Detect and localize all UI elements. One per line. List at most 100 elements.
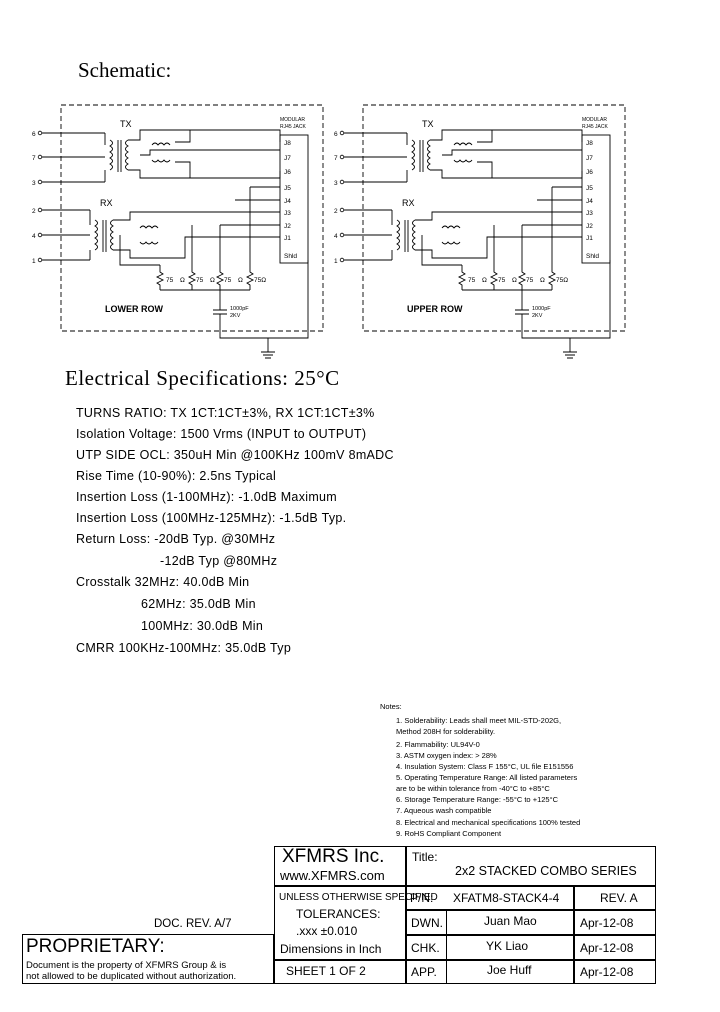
cap-label: 2KV — [230, 313, 241, 319]
pin-3-label: 3 — [334, 180, 338, 187]
notes-heading: Notes: — [380, 702, 402, 711]
resistor-label: 75 — [224, 277, 232, 284]
resistor-label: 75 — [166, 277, 174, 284]
spec-line: -12dB Typ @80MHz — [160, 554, 278, 568]
jack-pin-label: J4 — [284, 198, 291, 205]
resistor-label: 75Ω — [254, 277, 266, 284]
pin-2-label: 2 — [32, 208, 36, 215]
title-label: Title: — [412, 850, 438, 864]
dwn-date: Apr-12-08 — [580, 916, 634, 930]
dimensions-unit: Dimensions in Inch — [280, 942, 382, 956]
dwn-label: DWN. — [411, 916, 443, 930]
company-name: XFMRS Inc. — [282, 846, 385, 867]
resistor-label: Ω — [210, 277, 215, 284]
electrical-title: Electrical Specifications: 25°C — [65, 366, 340, 390]
jack-pin-label: J2 — [284, 223, 291, 230]
chk-date: Apr-12-08 — [580, 941, 634, 955]
resistor-label: 75 — [468, 277, 476, 284]
resistor-label: Ω — [482, 277, 487, 284]
note-item: 3. ASTM oxygen index: > 28% — [396, 751, 497, 760]
rx-label: RX — [402, 198, 415, 208]
lower-row-schematic: 6 7 3 2 4 1 TX RX MODULAR RJ45 JACK J8 J… — [32, 104, 324, 359]
row-label: LOWER ROW — [105, 304, 163, 314]
jack-label: RJ45 JACK — [582, 124, 609, 130]
pin-6-label: 6 — [32, 131, 36, 138]
note-item: Method 208H for solderability. — [396, 727, 496, 736]
jack-pin-label: Shld — [284, 253, 297, 260]
pin-4-label: 4 — [32, 233, 36, 240]
jack-pin-label: J6 — [284, 169, 291, 176]
resistor-label: 75Ω — [556, 277, 568, 284]
jack-label: RJ45 JACK — [280, 124, 307, 130]
resistor-label: Ω — [180, 277, 185, 284]
jack-pin-label: J1 — [586, 235, 593, 242]
resistor-label: Ω — [238, 277, 243, 284]
company-website: www.XFMRS.com — [280, 868, 385, 883]
spec-line: Return Loss: -20dB Typ. @30MHz — [76, 532, 276, 546]
resistor-label: Ω — [540, 277, 545, 284]
title-value: 2x2 STACKED COMBO SERIES — [455, 864, 637, 878]
jack-pin-label: J3 — [284, 210, 291, 217]
jack-pin-label: J8 — [586, 140, 593, 147]
note-item: 1. Solderability: Leads shall meet MIL-S… — [396, 716, 562, 725]
tx-label: TX — [120, 119, 132, 129]
app-date: Apr-12-08 — [580, 965, 634, 979]
note-item: are to be within tolerance from -40°C to… — [396, 784, 550, 793]
jack-pin-label: J2 — [586, 223, 593, 230]
resistor-label: 75 — [526, 277, 534, 284]
app-label: APP. — [411, 965, 437, 979]
spec-line: Rise Time (10-90%): 2.5ns Typical — [76, 469, 277, 483]
pin-1-label: 1 — [32, 258, 36, 265]
app-name: Joe Huff — [487, 963, 532, 977]
pin-7-label: 7 — [32, 155, 36, 162]
rx-label: RX — [100, 198, 113, 208]
schematic-title: Schematic: — [78, 58, 172, 82]
row-label: UPPER ROW — [407, 304, 463, 314]
jack-pin-label: J8 — [284, 140, 291, 147]
spec-line: Crosstalk 32MHz: 40.0dB Min — [76, 575, 250, 589]
note-item: 9. RoHS Compliant Component — [396, 829, 502, 838]
note-item: 8. Electrical and mechanical specificati… — [396, 818, 581, 827]
resistor-label: 75 — [196, 277, 204, 284]
proprietary-text: not allowed to be duplicated without aut… — [26, 971, 237, 982]
pin-4-label: 4 — [334, 233, 338, 240]
jack-pin-label: J3 — [586, 210, 593, 217]
proprietary-heading: PROPRIETARY: — [26, 936, 165, 957]
jack-pin-label: J7 — [284, 155, 291, 162]
upper-row-schematic: 6 7 3 2 4 1 TX RX MODULAR RJ45 JACK J8 J… — [334, 104, 626, 359]
spec-line: Insertion Loss (100MHz-125MHz): -1.5dB T… — [76, 511, 347, 525]
revision: REV. A — [600, 891, 638, 905]
tolerances-label: TOLERANCES: — [296, 907, 381, 921]
note-item: 5. Operating Temperature Range: All list… — [396, 773, 578, 782]
note-item: 2. Flammability: UL94V-0 — [396, 740, 480, 749]
jack-pin-label: J7 — [586, 155, 593, 162]
spec-line: 62MHz: 35.0dB Min — [141, 597, 256, 611]
proprietary-text: Document is the property of XFMRS Group … — [26, 960, 227, 971]
pin-2-label: 2 — [334, 208, 338, 215]
pin-1-label: 1 — [334, 258, 338, 265]
jack-pin-label: J1 — [284, 235, 291, 242]
cap-label: 2KV — [532, 313, 543, 319]
note-item: 4. Insulation System: Class F 155°C, UL … — [396, 762, 574, 771]
sheet-number: SHEET 1 OF 2 — [286, 964, 366, 978]
spec-line: Insertion Loss (1-100MHz): -1.0dB Maximu… — [76, 490, 337, 504]
spec-line: Isolation Voltage: 1500 Vrms (INPUT to O… — [76, 427, 367, 441]
unless-specified: UNLESS OTHERWISE SPECIFIED — [279, 892, 438, 903]
resistor-label: Ω — [512, 277, 517, 284]
jack-pin-label: J4 — [586, 198, 593, 205]
chk-name: YK Liao — [486, 939, 529, 953]
jack-pin-label: J5 — [284, 185, 291, 192]
cap-label: 1000pF — [230, 306, 249, 312]
tx-label: TX — [422, 119, 434, 129]
spec-line: UTP SIDE OCL: 350uH Min @100KHz 100mV 8m… — [76, 448, 394, 462]
pin-3-label: 3 — [32, 180, 36, 187]
jack-pin-label: Shld — [586, 253, 599, 260]
jack-pin-label: J5 — [586, 185, 593, 192]
spec-line: CMRR 100KHz-100MHz: 35.0dB Typ — [76, 641, 292, 655]
pin-7-label: 7 — [334, 155, 338, 162]
tolerance-value: .xxx ±0.010 — [296, 924, 358, 938]
chk-label: CHK. — [411, 941, 440, 955]
pin-6-label: 6 — [334, 131, 338, 138]
pn-label: P/N: — [410, 891, 434, 905]
jack-label: MODULAR — [280, 117, 305, 123]
